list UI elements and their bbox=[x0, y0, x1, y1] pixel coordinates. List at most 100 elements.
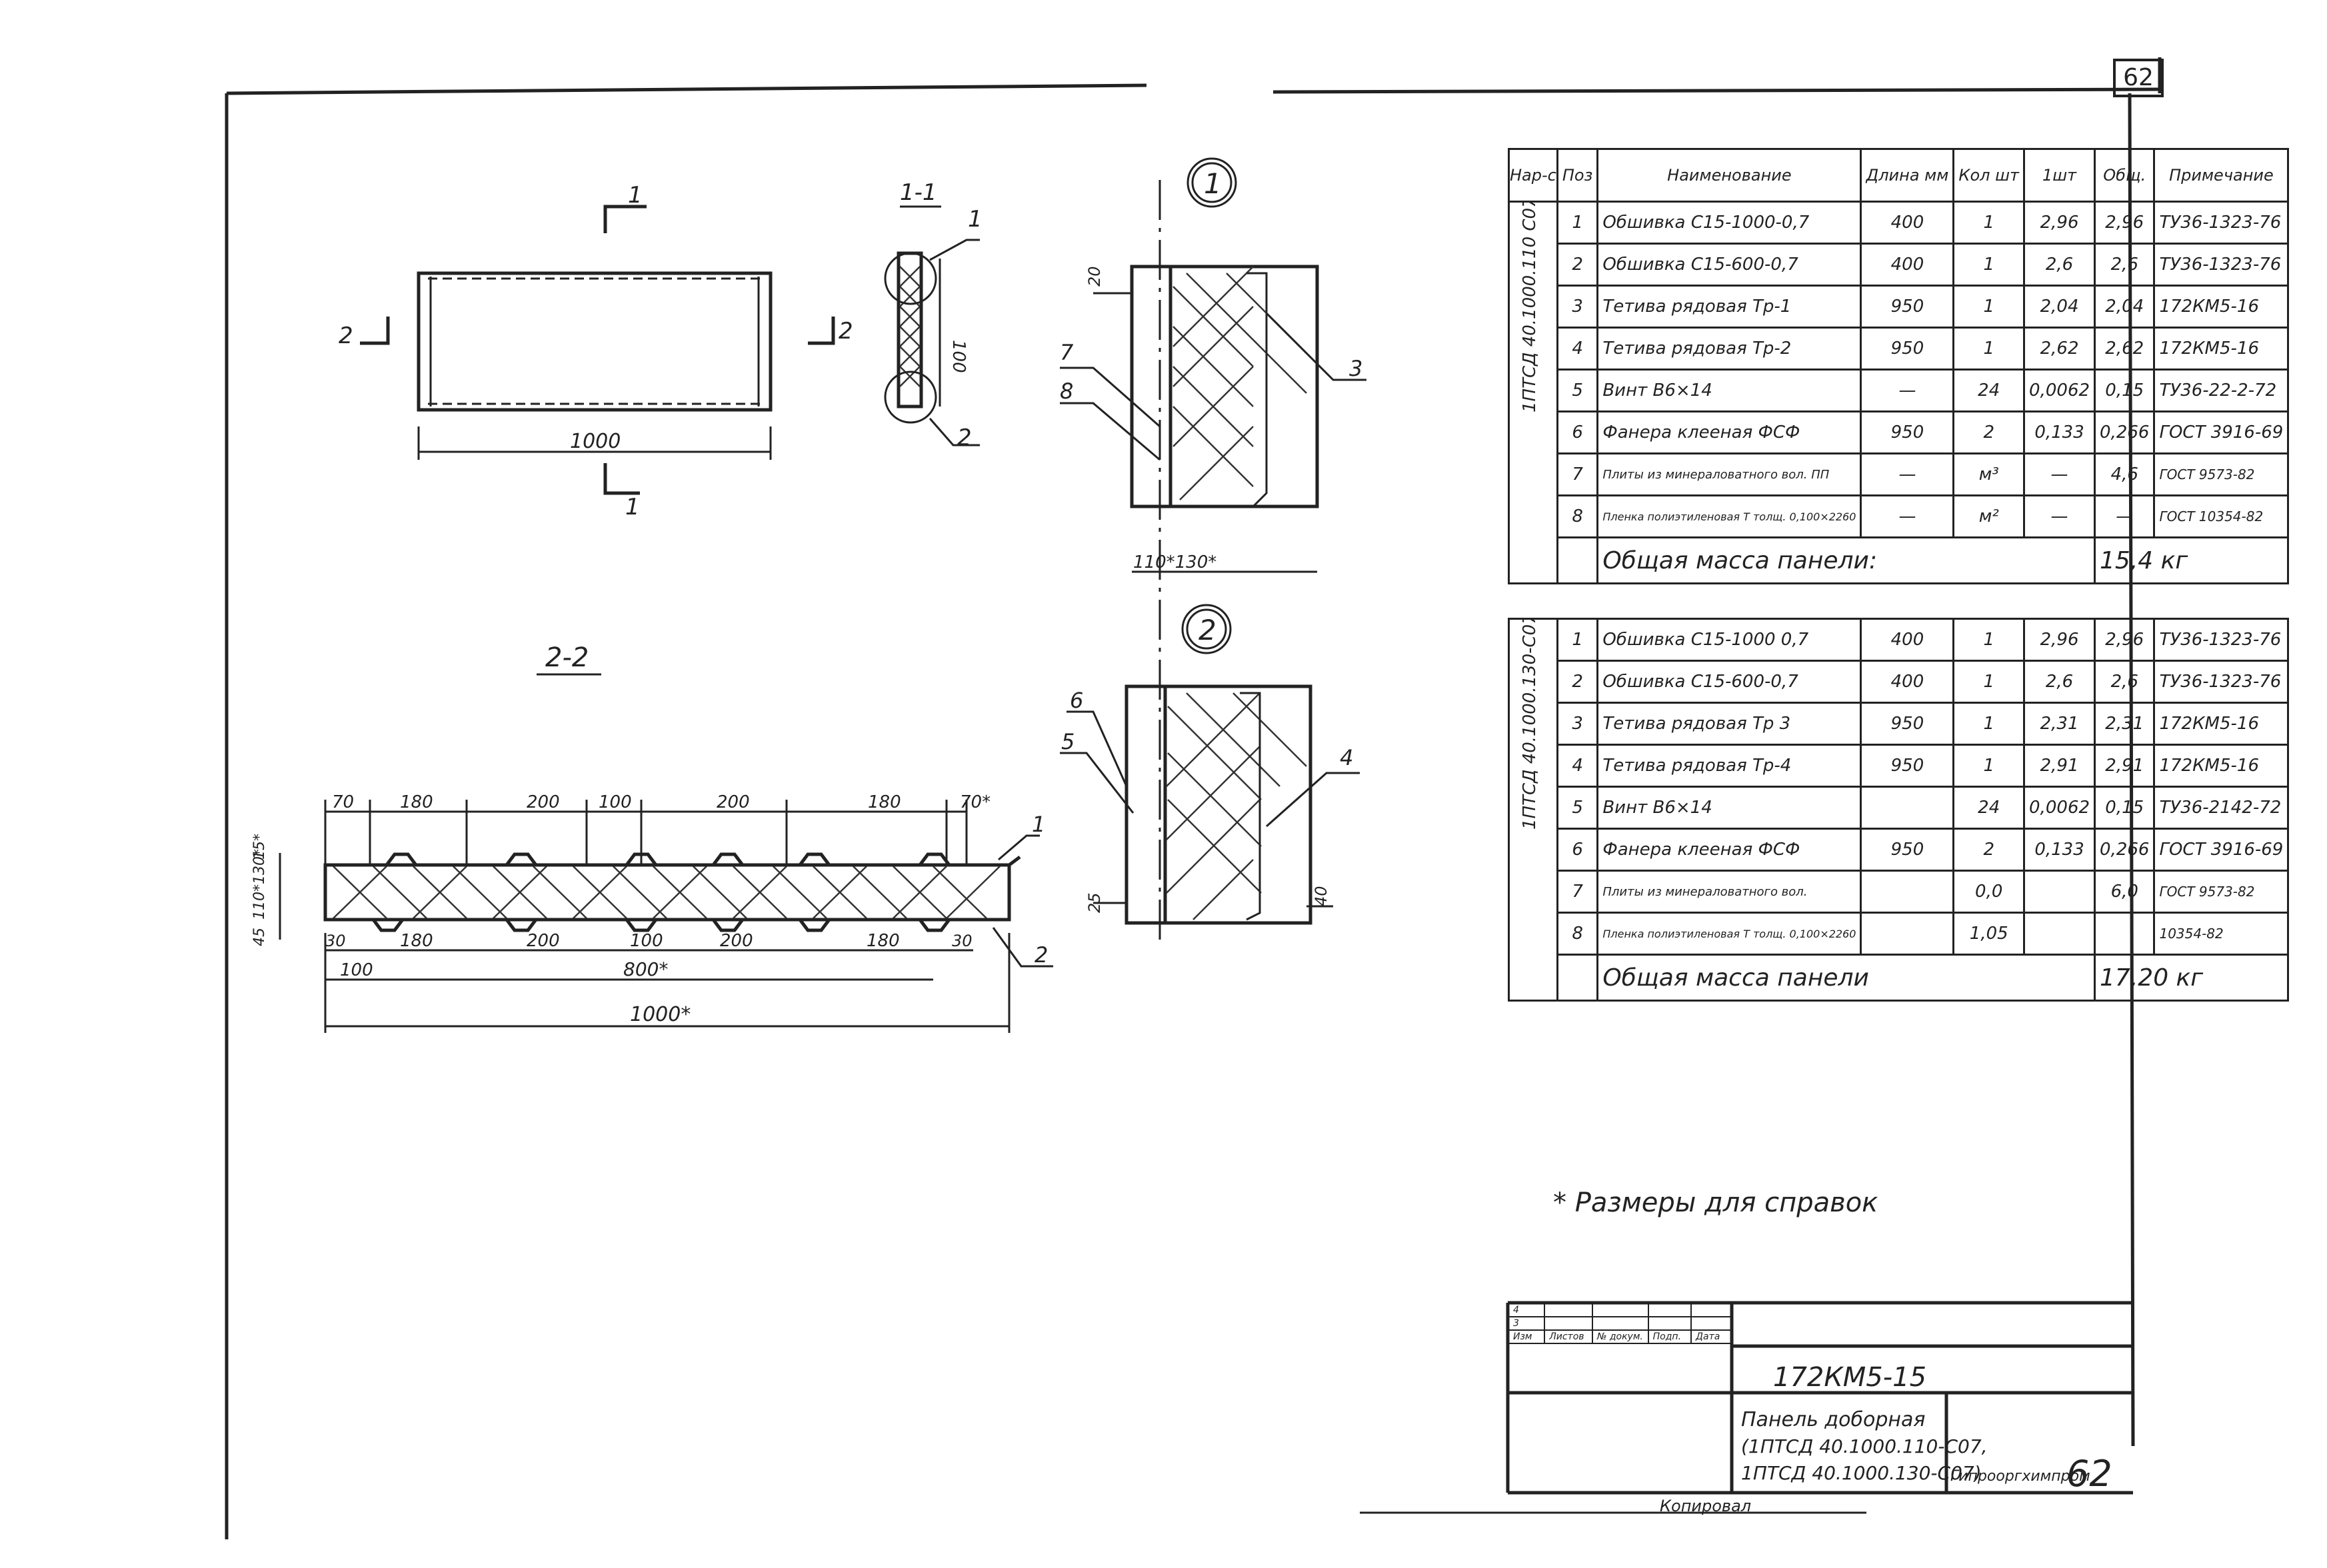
detail-2-dim-left: 25 bbox=[1085, 892, 1104, 913]
cell-qty: 1 bbox=[1952, 243, 2026, 287]
cell-length: — bbox=[1860, 494, 1955, 538]
plan-section-mark-bottom: 1 bbox=[625, 494, 640, 520]
table-row: 4 Тетива рядовая Тр-4 950 1 2,91 2,91 17… bbox=[1509, 744, 2290, 788]
cell-name: Плиты из минераловатного вол. bbox=[1596, 870, 1862, 914]
spec-header-row: Нар-с Поз Наименование Длина мм Кол шт 1… bbox=[1508, 148, 2290, 203]
cell-mass-unit: 0,133 bbox=[2023, 828, 2096, 872]
cell-name: Тетива рядовая Тр-2 bbox=[1596, 327, 1862, 371]
plan-section2-mark-right: 2 bbox=[839, 318, 853, 345]
sec22-inner-dim: 800* bbox=[623, 958, 668, 980]
sec22-top-dim-1: 70 bbox=[332, 792, 354, 812]
cell-qty: 24 bbox=[1952, 369, 2026, 412]
cell-pos: 6 bbox=[1556, 828, 1599, 872]
cell-note: ТУ36-1323-76 bbox=[2153, 201, 2290, 245]
cell-mass-unit: 2,96 bbox=[2023, 201, 2096, 245]
plan-view: 1000 1 1 2 2 bbox=[339, 182, 853, 520]
sec22-bottom-dim-3: 200 bbox=[527, 931, 560, 951]
cell-qty: 1 bbox=[1952, 201, 2026, 245]
title-block-code: 172КМ5-15 bbox=[1773, 1362, 1926, 1393]
group1-total-label: Общая масса панели: bbox=[1596, 536, 2096, 584]
rev-cell bbox=[1544, 1303, 1593, 1317]
cell-length: 400 bbox=[1860, 660, 1955, 704]
cell-mass-total: 0,266 bbox=[2094, 410, 2156, 454]
table-row: 6 Фанера клееная ФСФ 950 2 0,133 0,266 Г… bbox=[1509, 828, 2290, 872]
sec22-bottom-dim-7: 30 bbox=[952, 932, 973, 950]
cell-mass-total: 4,6 bbox=[2094, 452, 2156, 496]
table-row: 6 Фанера клееная ФСФ 950 2 0,133 0,266 Г… bbox=[1509, 410, 2290, 454]
cell-mass-unit: 2,31 bbox=[2023, 702, 2096, 746]
cell-note: 10354-82 bbox=[2153, 912, 2290, 956]
cell-note: 172КМ5-16 bbox=[2153, 744, 2290, 788]
cell-note: 172КМ5-16 bbox=[2153, 285, 2290, 329]
cell-mass-unit bbox=[2023, 912, 2096, 956]
cell-length: 950 bbox=[1860, 327, 1955, 371]
title-block-frame bbox=[1360, 1301, 2133, 1514]
specification-table: Нар-с Поз Наименование Длина мм Кол шт 1… bbox=[1508, 148, 2290, 1002]
sec22-left-dim-2: 110*130* bbox=[251, 849, 268, 920]
cell-pos: 8 bbox=[1556, 912, 1599, 956]
cell-name: Обшивка С15-1000 0,7 bbox=[1596, 618, 1862, 662]
detail-2: 2 25 40 6 5 4 bbox=[1060, 600, 1360, 946]
cell-qty: 1 bbox=[1952, 660, 2026, 704]
cell-name: Обшивка С15-600-0,7 bbox=[1596, 243, 1862, 287]
cell-qty: м³ bbox=[1952, 452, 2026, 496]
cell-pos: 2 bbox=[1556, 660, 1599, 704]
cell-pos: 4 bbox=[1556, 327, 1599, 371]
group2-mark: 1ПТСД 40.1000.130-С07 bbox=[1520, 618, 1540, 830]
table-row: 5 Винт В6×14 — 24 0,0062 0,15 ТУ36-22-2-… bbox=[1509, 369, 2290, 412]
cell-mass-total: 2,62 bbox=[2094, 327, 2156, 371]
table-row: 7 Плиты из минераловатного вол. 0,0 6,0 … bbox=[1509, 870, 2290, 914]
rev-cell: 3 bbox=[1507, 1316, 1546, 1331]
cell-mass-total: 0,266 bbox=[2094, 828, 2156, 872]
cell-name: Тетива рядовая Тр-4 bbox=[1596, 744, 1862, 788]
cell-note: ГОСТ 3916-69 bbox=[2153, 410, 2290, 454]
cell-qty: 1,05 bbox=[1952, 912, 2026, 956]
cell-pos: 6 bbox=[1556, 410, 1599, 454]
cell-name: Обшивка С15-600-0,7 bbox=[1596, 660, 1862, 704]
group1-mark-cell: 1ПТСД 40.1000.110 С07 bbox=[1508, 201, 1558, 584]
group2-total-value: 17,20 кг bbox=[2094, 954, 2290, 1002]
rev-cell bbox=[1647, 1316, 1692, 1331]
sec22-top-dim-4: 100 bbox=[599, 792, 632, 812]
sec22-top-dim-3: 200 bbox=[527, 792, 560, 812]
cell-length: 400 bbox=[1860, 618, 1955, 662]
plan-section-mark-top: 1 bbox=[628, 182, 643, 209]
cell-name: Плиты из минераловатного вол. ПП bbox=[1596, 452, 1862, 496]
cell-mass-unit: 2,96 bbox=[2023, 618, 2096, 662]
table-gap bbox=[1508, 582, 2288, 620]
detail-2-callout-5: 5 bbox=[1061, 729, 1075, 754]
rev-cell: 4 bbox=[1507, 1303, 1546, 1317]
hdr-qty: Кол шт bbox=[1952, 148, 2026, 203]
cell-note: ГОСТ 3916-69 bbox=[2153, 828, 2290, 872]
rev-row: 3 bbox=[1507, 1316, 1732, 1331]
hdr-mark: Нар-с bbox=[1508, 148, 1558, 203]
cell-note: ТУ36-2142-72 bbox=[2153, 786, 2290, 830]
cell-name: Винт В6×14 bbox=[1596, 369, 1862, 412]
plan-width-dim: 1000 bbox=[570, 430, 621, 453]
sec22-bottom-dim-1: 30 bbox=[325, 932, 346, 950]
cell-mass-total: 2,96 bbox=[2094, 618, 2156, 662]
cell-qty: 1 bbox=[1952, 744, 2026, 788]
cell-mass-unit: 0,0062 bbox=[2023, 369, 2096, 412]
cell-mass-total: 6,0 bbox=[2094, 870, 2156, 914]
rev-cell bbox=[1690, 1316, 1732, 1331]
sec22-callout-1: 1 bbox=[1032, 812, 1045, 837]
cell-mass-unit: — bbox=[2023, 452, 2096, 496]
sec22-edge-dim: 100 bbox=[340, 960, 373, 980]
cell-length: 950 bbox=[1860, 744, 1955, 788]
hdr-length: Длина мм bbox=[1860, 148, 1955, 203]
cell-mass-unit: 2,6 bbox=[2023, 660, 2096, 704]
cell-mass-total: 2,91 bbox=[2094, 744, 2156, 788]
cell-length bbox=[1860, 786, 1955, 830]
cell-note: ТУ36-1323-76 bbox=[2153, 618, 2290, 662]
cell-length: 400 bbox=[1860, 243, 1955, 287]
cell-length: 400 bbox=[1860, 201, 1955, 245]
group1-total-value: 15,4 кг bbox=[2094, 536, 2290, 584]
table-row: 7 Плиты из минераловатного вол. ПП — м³ … bbox=[1509, 452, 2290, 496]
cell-qty: 24 bbox=[1952, 786, 2026, 830]
cell-length bbox=[1860, 912, 1955, 956]
cell-name: Пленка полиэтиленовая Т толщ. 0,100×2260 bbox=[1596, 494, 1862, 538]
table-row: 1ПТСД 40.1000.110 С07 1 Обшивка С15-1000… bbox=[1508, 201, 2290, 584]
cell-length: 950 bbox=[1860, 828, 1955, 872]
